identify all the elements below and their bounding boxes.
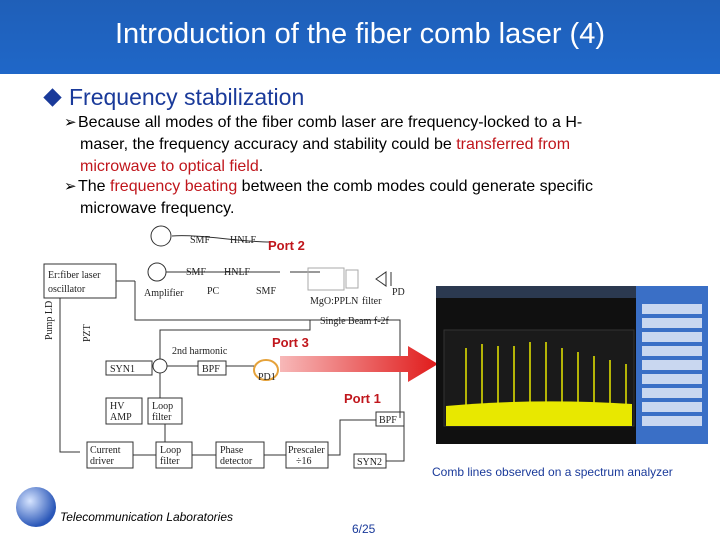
spectrum-analyzer-screenshot xyxy=(436,286,708,444)
port-1-label: Port 1 xyxy=(344,391,381,406)
p2-highlight: frequency beating xyxy=(110,178,238,195)
spectrum-caption: Comb lines observed on a spectrum analyz… xyxy=(432,465,673,479)
label-bpf-2: BPF xyxy=(379,415,397,426)
label-harmonic: 2nd harmonic xyxy=(172,346,228,357)
label-smf-3: SMF xyxy=(256,286,276,297)
label-smf-1: SMF xyxy=(190,235,210,246)
label-ppln: MgO:PPLN xyxy=(310,296,358,307)
title-bar: Introduction of the fiber comb laser (4) xyxy=(0,0,720,74)
laser-setup-diagram: Er:fiber laser oscillator SMF HNLF SMF H… xyxy=(43,225,405,469)
red-arrow-icon xyxy=(280,346,438,382)
bullet-heading: Frequency stabilization xyxy=(40,84,304,111)
label-current: Current xyxy=(90,445,121,456)
label-syn1: SYN1 xyxy=(110,364,135,375)
label-hv: HV xyxy=(110,401,125,412)
paragraph-2: ➢The frequency beating between the comb … xyxy=(64,176,684,220)
label-pzt: PZT xyxy=(82,324,93,342)
p2-line-b: between the comb modes could generate sp… xyxy=(237,178,593,195)
label-oscillator-2: oscillator xyxy=(48,284,86,295)
label-oscillator-1: Er:fiber laser xyxy=(48,270,101,281)
label-detector: detector xyxy=(220,456,253,467)
label-syn2: SYN2 xyxy=(357,457,382,468)
lab-logo-icon xyxy=(16,487,56,527)
label-hnlf-1: HNLF xyxy=(230,235,257,246)
lab-name: Telecommunication Laboratories xyxy=(60,510,233,524)
bullet-text: Frequency stabilization xyxy=(69,84,305,110)
p2-line-c: microwave frequency. xyxy=(80,200,235,217)
label-amp: AMP xyxy=(110,412,132,423)
label-loop-3: Loop xyxy=(160,445,181,456)
label-prescaler: Prescaler xyxy=(288,445,325,456)
label-filter: filter xyxy=(362,296,382,307)
arrow-bullet-icon: ➢ xyxy=(64,178,77,195)
label-pump: Pump LD xyxy=(44,301,55,340)
label-div16: ÷16 xyxy=(296,456,312,467)
label-loop-2: filter xyxy=(152,412,172,423)
label-driver: driver xyxy=(90,456,115,467)
label-smf-2: SMF xyxy=(186,267,206,278)
label-bpf-1: BPF xyxy=(202,364,220,375)
slide-title: Introduction of the fiber comb laser (4) xyxy=(114,18,605,50)
label-pd: PD xyxy=(392,287,405,298)
p1-end: . xyxy=(258,158,264,175)
label-pd1: PD1 xyxy=(258,372,276,383)
label-amplifier: Amplifier xyxy=(144,288,184,299)
arrow-bullet-icon: ➢ xyxy=(64,114,77,131)
label-phase: Phase xyxy=(220,445,244,456)
label-hnlf-2: HNLF xyxy=(224,267,251,278)
diamond-bullet-icon xyxy=(43,88,62,107)
port-3-label: Port 3 xyxy=(272,335,309,350)
label-single-beam: Single Beam f-2f xyxy=(320,316,390,327)
p2-line-a: The xyxy=(78,178,111,195)
p1-line-b: maser, the frequency accuracy and stabil… xyxy=(80,136,457,153)
label-loop-4: filter xyxy=(160,456,180,467)
p1-line-a: Because all modes of the fiber comb lase… xyxy=(78,114,583,131)
label-pc: PC xyxy=(207,286,220,297)
page-number: 6/25 xyxy=(352,522,376,536)
p1-highlight: transferred from xyxy=(456,136,571,153)
label-loop-1: Loop xyxy=(152,401,173,412)
p1-highlight-2: microwave to optical field xyxy=(80,158,259,175)
paragraph-1: ➢Because all modes of the fiber comb las… xyxy=(64,112,684,178)
port-2-label: Port 2 xyxy=(268,238,305,253)
